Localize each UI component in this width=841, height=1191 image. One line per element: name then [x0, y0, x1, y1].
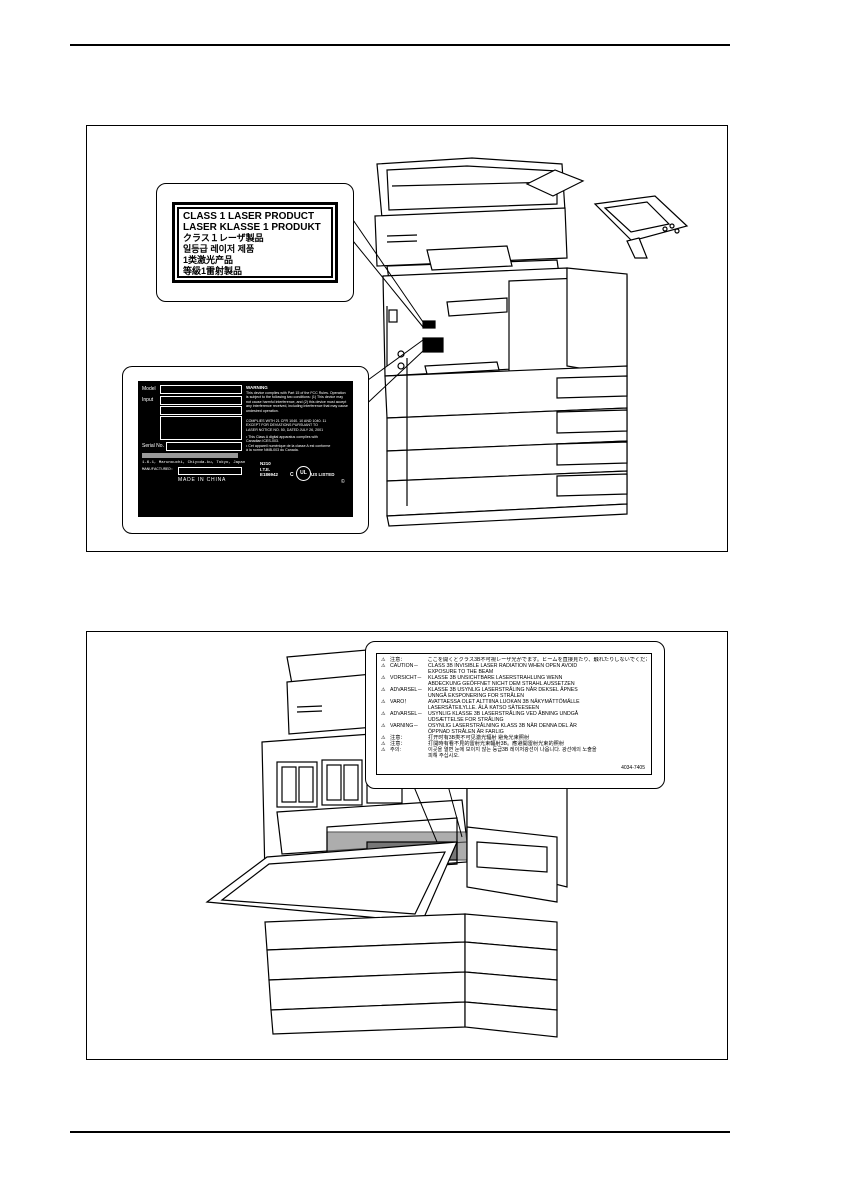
- canada-line-4: à la norme NMB-003 du Canada.: [246, 448, 299, 453]
- caution-row: ⚠ VORSICHT－ KLASSE 3B UNSICHTBARE LASERS…: [381, 675, 647, 687]
- warning-line-1: This device complies with Part 15 of the…: [246, 391, 346, 395]
- class1-line-1: CLASS 1 LASER PRODUCT: [183, 211, 315, 222]
- warning-title: WARNING: [246, 385, 268, 390]
- caution-row: ⚠ 注意： 打开时有3B类不可见激光辐射 避免光束照射: [381, 735, 647, 741]
- code-3: E186942: [260, 472, 279, 477]
- caution-key: VARO！: [390, 699, 410, 705]
- warning-line-5: undesired operation.: [246, 408, 279, 413]
- complies-line-3: LASER NOTICE NO. 50, DATED JULY 26, 2001: [246, 427, 324, 432]
- caution-key: VARNING－: [390, 723, 419, 729]
- warning-line-3: not cause harmful interference, and (2) …: [246, 399, 347, 404]
- code-2: I.T.E.: [260, 466, 271, 472]
- ul-listed: US LISTED: [311, 472, 335, 477]
- made-in-china: MADE IN CHINA: [178, 477, 227, 483]
- caution-row: ⚠ 注意： 打開時有看不見的雷射光束輻射3B。應避開雷射光束的照射: [381, 741, 647, 747]
- serial-field-box: [166, 442, 242, 451]
- caution-laser-label: ⚠ 注意： ここを開くとクラス3B不可視レーザ光がでます。ビームを直接見たり、触…: [376, 653, 652, 775]
- complies-text: COMPLIES WITH 21 CFR 1040. 10 AND 1040. …: [246, 419, 350, 432]
- caution-text: KLASSE 3B USYNLIG LASERSTRÅLING NÅR DEKS…: [428, 687, 578, 699]
- caution-text: CLASS 3B INVISIBLE LASER RADIATION WHEN …: [428, 663, 578, 675]
- caution-key: ADVARSEL－: [390, 687, 423, 693]
- warning-triangle-icon: ⚠: [381, 711, 386, 717]
- canada-text: • This Class A digital apparatus complie…: [246, 435, 350, 453]
- caution-text: AVATTAESSA OLET ALTTIINA LUOKAN 3B NÄKYM…: [428, 699, 580, 711]
- caution-code: 4034-7405: [621, 765, 645, 771]
- warning-line-4: any interference received, including int…: [246, 404, 348, 409]
- serial-field-label: Serial No.: [142, 443, 164, 449]
- model-field-box: [160, 385, 242, 394]
- warning-line-2: is subject to the following two conditio…: [246, 395, 344, 400]
- caution-row: ⚠ CAUTION－ CLASS 3B INVISIBLE LASER RADI…: [381, 663, 647, 675]
- caution-text: ここを開くとクラス3B不可視レーザ光がでます。ビームを直接見たり、触れたりしない…: [427, 657, 648, 663]
- caution-key: 注意：: [390, 735, 406, 741]
- warning-triangle-icon: ⚠: [381, 657, 386, 663]
- caution-row: ⚠ 주의: 이곳을 열면 눈에 보이지 않는 등급3B 레이저광선이 나옵니다.…: [381, 747, 647, 759]
- copyright-mark: ©: [341, 479, 345, 485]
- warning-triangle-icon: ⚠: [381, 687, 386, 693]
- ul-c-mark: C: [290, 472, 294, 478]
- canada-line-2: Canadian ICES-003.: [246, 439, 279, 444]
- caution-row: ⚠ VARNING－ OSYNLIG LASERSTRÅLNING KLASS …: [381, 723, 647, 735]
- caution-row: ⚠ 注意： ここを開くとクラス3B不可視レーザ光がでます。ビームを直接見たり、触…: [381, 657, 647, 663]
- caution-row: ⚠ VARO！ AVATTAESSA OLET ALTTIINA LUOKAN …: [381, 699, 647, 711]
- manufactured-label: MANUFACTURED:: [142, 468, 174, 472]
- warning-triangle-icon: ⚠: [381, 675, 386, 681]
- address-line: 1-6-1, Marunouchi, Chiyoda-ku, Tokyo, Ja…: [142, 461, 246, 465]
- caution-label-callout: ⚠ 注意： ここを開くとクラス3B不可視レーザ光がでます。ビームを直接見たり、触…: [365, 641, 665, 789]
- class1-laser-label: CLASS 1 LASER PRODUCT LASER KLASSE 1 PRO…: [172, 202, 338, 283]
- caution-text: 打开时有3B类不可见激光辐射 避免光束照射: [428, 735, 530, 741]
- input-field-box: [160, 396, 242, 405]
- warning-triangle-icon: ⚠: [381, 663, 386, 669]
- warning-triangle-icon: ⚠: [381, 699, 386, 705]
- caution-row: ⚠ ADVARSEL－ USYNLIG KLASSE 3B LASERSTRÅL…: [381, 711, 647, 723]
- header-rule: [70, 44, 730, 46]
- input-field-label: Input: [142, 397, 154, 403]
- caution-text: 이곳을 열면 눈에 보이지 않는 등급3B 레이저광선이 나옵니다. 광선에의 …: [428, 747, 597, 759]
- caution-text: USYNLIG KLASSE 3B LASERSTRÅLING VED ÅBNI…: [428, 711, 579, 723]
- caution-key: ADVARSEL－: [390, 711, 423, 717]
- manufactured-box: [178, 467, 242, 475]
- rating-label-callout: Model Input Serial No. 1-6-1, Marunouchi…: [122, 366, 369, 534]
- warning-triangle-icon: ⚠: [381, 723, 386, 729]
- canada-line-3: • Cet appareil numérique de la classe A …: [246, 443, 331, 448]
- caution-text: KLASSE 3B UNSICHTBARE LASERSTRAHLUNG WEN…: [428, 675, 575, 687]
- caution-key: 注意：: [390, 741, 406, 747]
- ul-mark-icon: UL: [296, 466, 311, 481]
- caution-key: VORSICHT－: [390, 675, 422, 681]
- cert-codes: N210 I.T.E. E186942: [260, 461, 278, 478]
- warning-triangle-icon: ⚠: [381, 741, 386, 747]
- model-field-label: Model: [142, 386, 156, 392]
- class1-line-6: 等級1雷射製品: [183, 266, 243, 276]
- caution-row: ⚠ ADVARSEL－ KLASSE 3B USYNLIG LASERSTRÅL…: [381, 687, 647, 699]
- complies-line-2: EXCEPT FOR DEVIATIONS PURSUANT TO: [246, 423, 318, 428]
- code-1: N210: [260, 461, 271, 466]
- mfp-front-illustration: [348, 157, 689, 527]
- canada-line-1: • This Class A digital apparatus complie…: [246, 435, 318, 439]
- figure-frame-top: CLASS 1 LASER PRODUCT LASER KLASSE 1 PRO…: [86, 125, 728, 552]
- class1-line-5: 1类激光产品: [183, 255, 234, 265]
- class1-line-4: 일등급 레이저 제품: [183, 244, 255, 254]
- rating-plate: Model Input Serial No. 1-6-1, Marunouchi…: [138, 381, 353, 517]
- warning-triangle-icon: ⚠: [381, 735, 386, 741]
- caution-text: 打開時有看不見的雷射光束輻射3B。應避開雷射光束的照射: [428, 741, 565, 747]
- caution-text: OSYNLIG LASERSTRÅLNING KLASS 3B NÄR DENN…: [428, 723, 577, 735]
- warning-text: This device complies with Part 15 of the…: [246, 391, 350, 413]
- warning-triangle-icon: ⚠: [381, 747, 386, 753]
- class1-line-3: クラス１レーザ製品: [183, 233, 264, 243]
- caution-key: CAUTION－: [390, 663, 419, 669]
- input-field-box-3: [160, 416, 242, 440]
- manufacturer-name-bar: [142, 453, 238, 458]
- complies-line-1: COMPLIES WITH 21 CFR 1040. 10 AND 1040. …: [246, 419, 327, 423]
- caution-key: 주의:: [390, 747, 401, 753]
- figure-frame-bottom: ⚠ 注意： ここを開くとクラス3B不可視レーザ光がでます。ビームを直接見たり、触…: [86, 631, 728, 1060]
- footer-rule: [70, 1131, 730, 1133]
- caution-key: 注意：: [389, 657, 406, 663]
- input-field-box-2: [160, 406, 242, 415]
- class1-label-callout: CLASS 1 LASER PRODUCT LASER KLASSE 1 PRO…: [156, 183, 354, 302]
- class1-line-2: LASER KLASSE 1 PRODUKT: [183, 222, 321, 233]
